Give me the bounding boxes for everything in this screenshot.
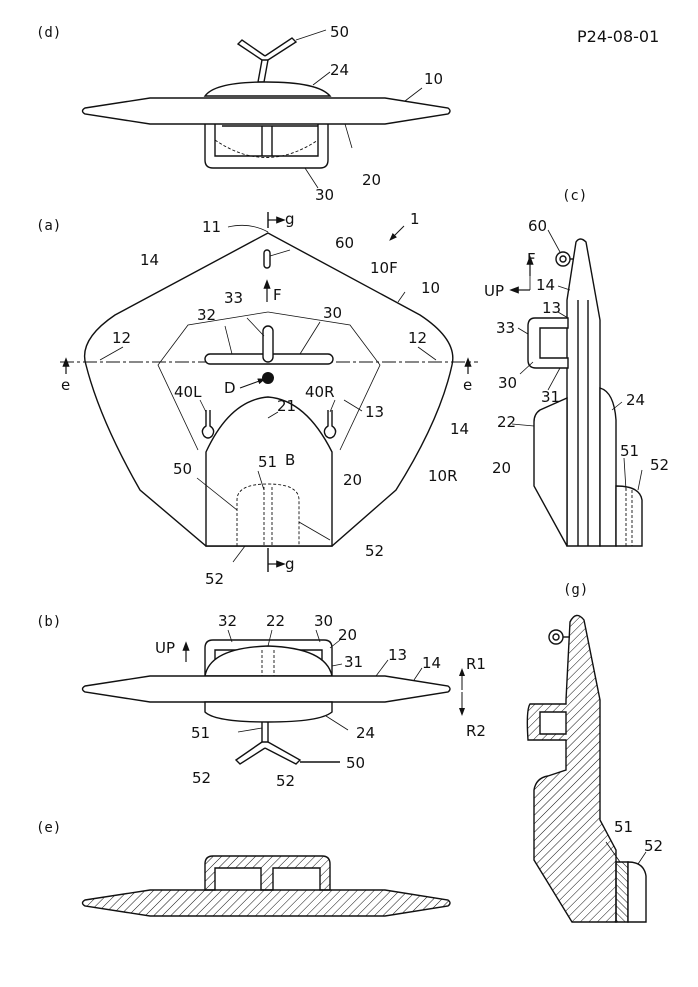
label-a-B: B: [285, 451, 295, 469]
label-a-e-right: e: [463, 376, 472, 394]
label-a-52-bottom: 52: [205, 570, 224, 588]
label-b-14: 14: [422, 654, 441, 672]
label-a-20: 20: [343, 471, 362, 489]
drawing-code: P24-08-01: [577, 27, 659, 46]
label-b-13: 13: [388, 646, 407, 664]
label-c-20: 20: [492, 459, 511, 477]
label-a-g-top: g: [285, 210, 295, 228]
label-a-14-right: 14: [450, 420, 469, 438]
label-a-30: 30: [323, 304, 342, 322]
label-d-50: 50: [330, 23, 349, 41]
label-b-50: 50: [346, 754, 365, 772]
label-c-30: 30: [498, 374, 517, 392]
label-a-1: 1: [410, 210, 420, 228]
label-a-13: 13: [365, 403, 384, 421]
label-c-13: 13: [542, 299, 561, 317]
label-b-R2: R2: [466, 722, 486, 740]
figure-a-caption: (a): [36, 218, 61, 234]
figure-e-caption: (e): [36, 820, 61, 836]
label-c-UP: UP: [484, 282, 504, 300]
label-a-g-bottom: g: [285, 555, 295, 573]
label-g-52: 52: [644, 837, 663, 855]
figure-d-caption: (d): [36, 25, 61, 41]
figure-g-caption: (g): [563, 582, 588, 598]
label-a-32: 32: [197, 306, 216, 324]
label-d-20: 20: [362, 171, 381, 189]
figure-a: (a): [36, 210, 478, 588]
label-c-52: 52: [650, 456, 669, 474]
label-b-R1: R1: [466, 655, 486, 673]
label-b-51: 51: [191, 724, 210, 742]
label-a-60: 60: [335, 234, 354, 252]
label-a-33: 33: [224, 289, 243, 307]
label-a-40L: 40L: [174, 383, 202, 401]
label-a-12-right: 12: [408, 329, 427, 347]
label-c-F: F: [527, 250, 536, 268]
label-a-10R: 10R: [428, 467, 458, 485]
label-c-24: 24: [626, 391, 645, 409]
label-a-50: 50: [173, 460, 192, 478]
label-a-52-right: 52: [365, 542, 384, 560]
label-b-30: 30: [314, 612, 333, 630]
figure-d: (d) 50 24 10 20 30: [36, 23, 451, 204]
label-c-22: 22: [497, 413, 516, 431]
label-a-11: 11: [202, 218, 221, 236]
label-a-14-top: 14: [140, 251, 159, 269]
figure-e: (e): [36, 820, 451, 917]
figure-c-caption: (c): [562, 188, 587, 204]
label-a-10: 10: [421, 279, 440, 297]
label-c-31: 31: [541, 388, 560, 406]
figure-b-caption: (b): [36, 614, 61, 630]
label-c-51: 51: [620, 442, 639, 460]
label-c-33: 33: [496, 319, 515, 337]
label-b-UP: UP: [155, 639, 175, 657]
label-a-D: D: [224, 379, 236, 397]
label-b-20: 20: [338, 626, 357, 644]
label-b-22: 22: [266, 612, 285, 630]
label-b-32: 32: [218, 612, 237, 630]
figure-b: (b) 32 22 30 2: [36, 612, 486, 790]
label-a-21: 21: [277, 397, 296, 415]
figure-c: (c) 60 F UP 14: [484, 188, 669, 547]
label-b-52-left: 52: [192, 769, 211, 787]
label-c-14: 14: [536, 276, 555, 294]
label-d-30: 30: [315, 186, 334, 204]
label-a-51: 51: [258, 453, 277, 471]
label-d-24: 24: [330, 61, 349, 79]
label-d-10: 10: [424, 70, 443, 88]
label-g-51: 51: [614, 818, 633, 836]
label-b-52-center: 52: [276, 772, 295, 790]
label-a-F: F: [273, 286, 282, 304]
label-b-24: 24: [356, 724, 375, 742]
label-a-40R: 40R: [305, 383, 335, 401]
label-b-31: 31: [344, 653, 363, 671]
label-a-12-left: 12: [112, 329, 131, 347]
label-a-e-left: e: [61, 376, 70, 394]
label-a-10F: 10F: [370, 259, 398, 277]
figure-g: (g) 51 52: [526, 582, 663, 923]
label-c-60: 60: [528, 217, 547, 235]
